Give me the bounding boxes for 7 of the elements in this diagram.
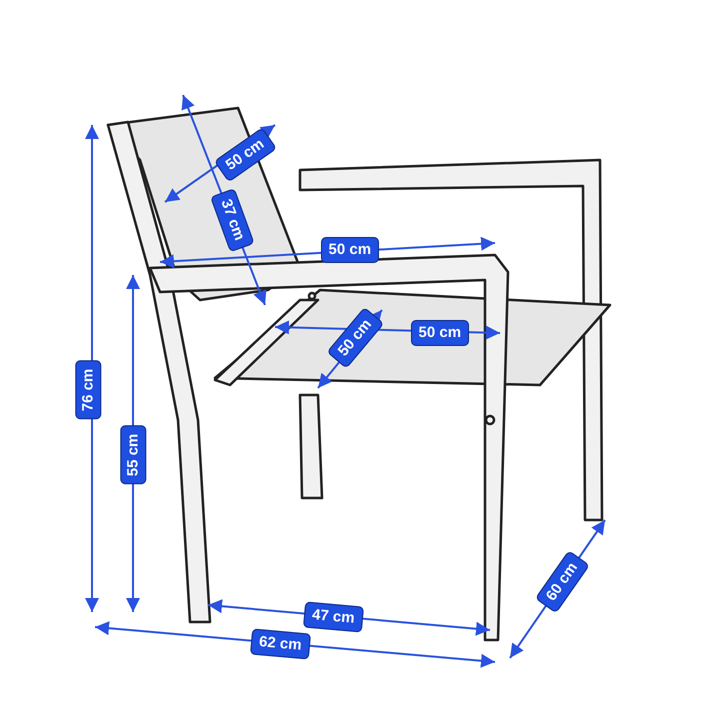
dimension-label: 50 cm <box>410 320 470 346</box>
dimension-label: 62 cm <box>249 628 310 660</box>
dimension-label: 76 cm <box>74 360 101 420</box>
dimension-label: 60 cm <box>534 550 590 614</box>
dimension-label: 47 cm <box>302 602 364 632</box>
dimension-label: 50 cm <box>320 237 380 263</box>
dimension-label: 55 cm <box>120 426 146 484</box>
